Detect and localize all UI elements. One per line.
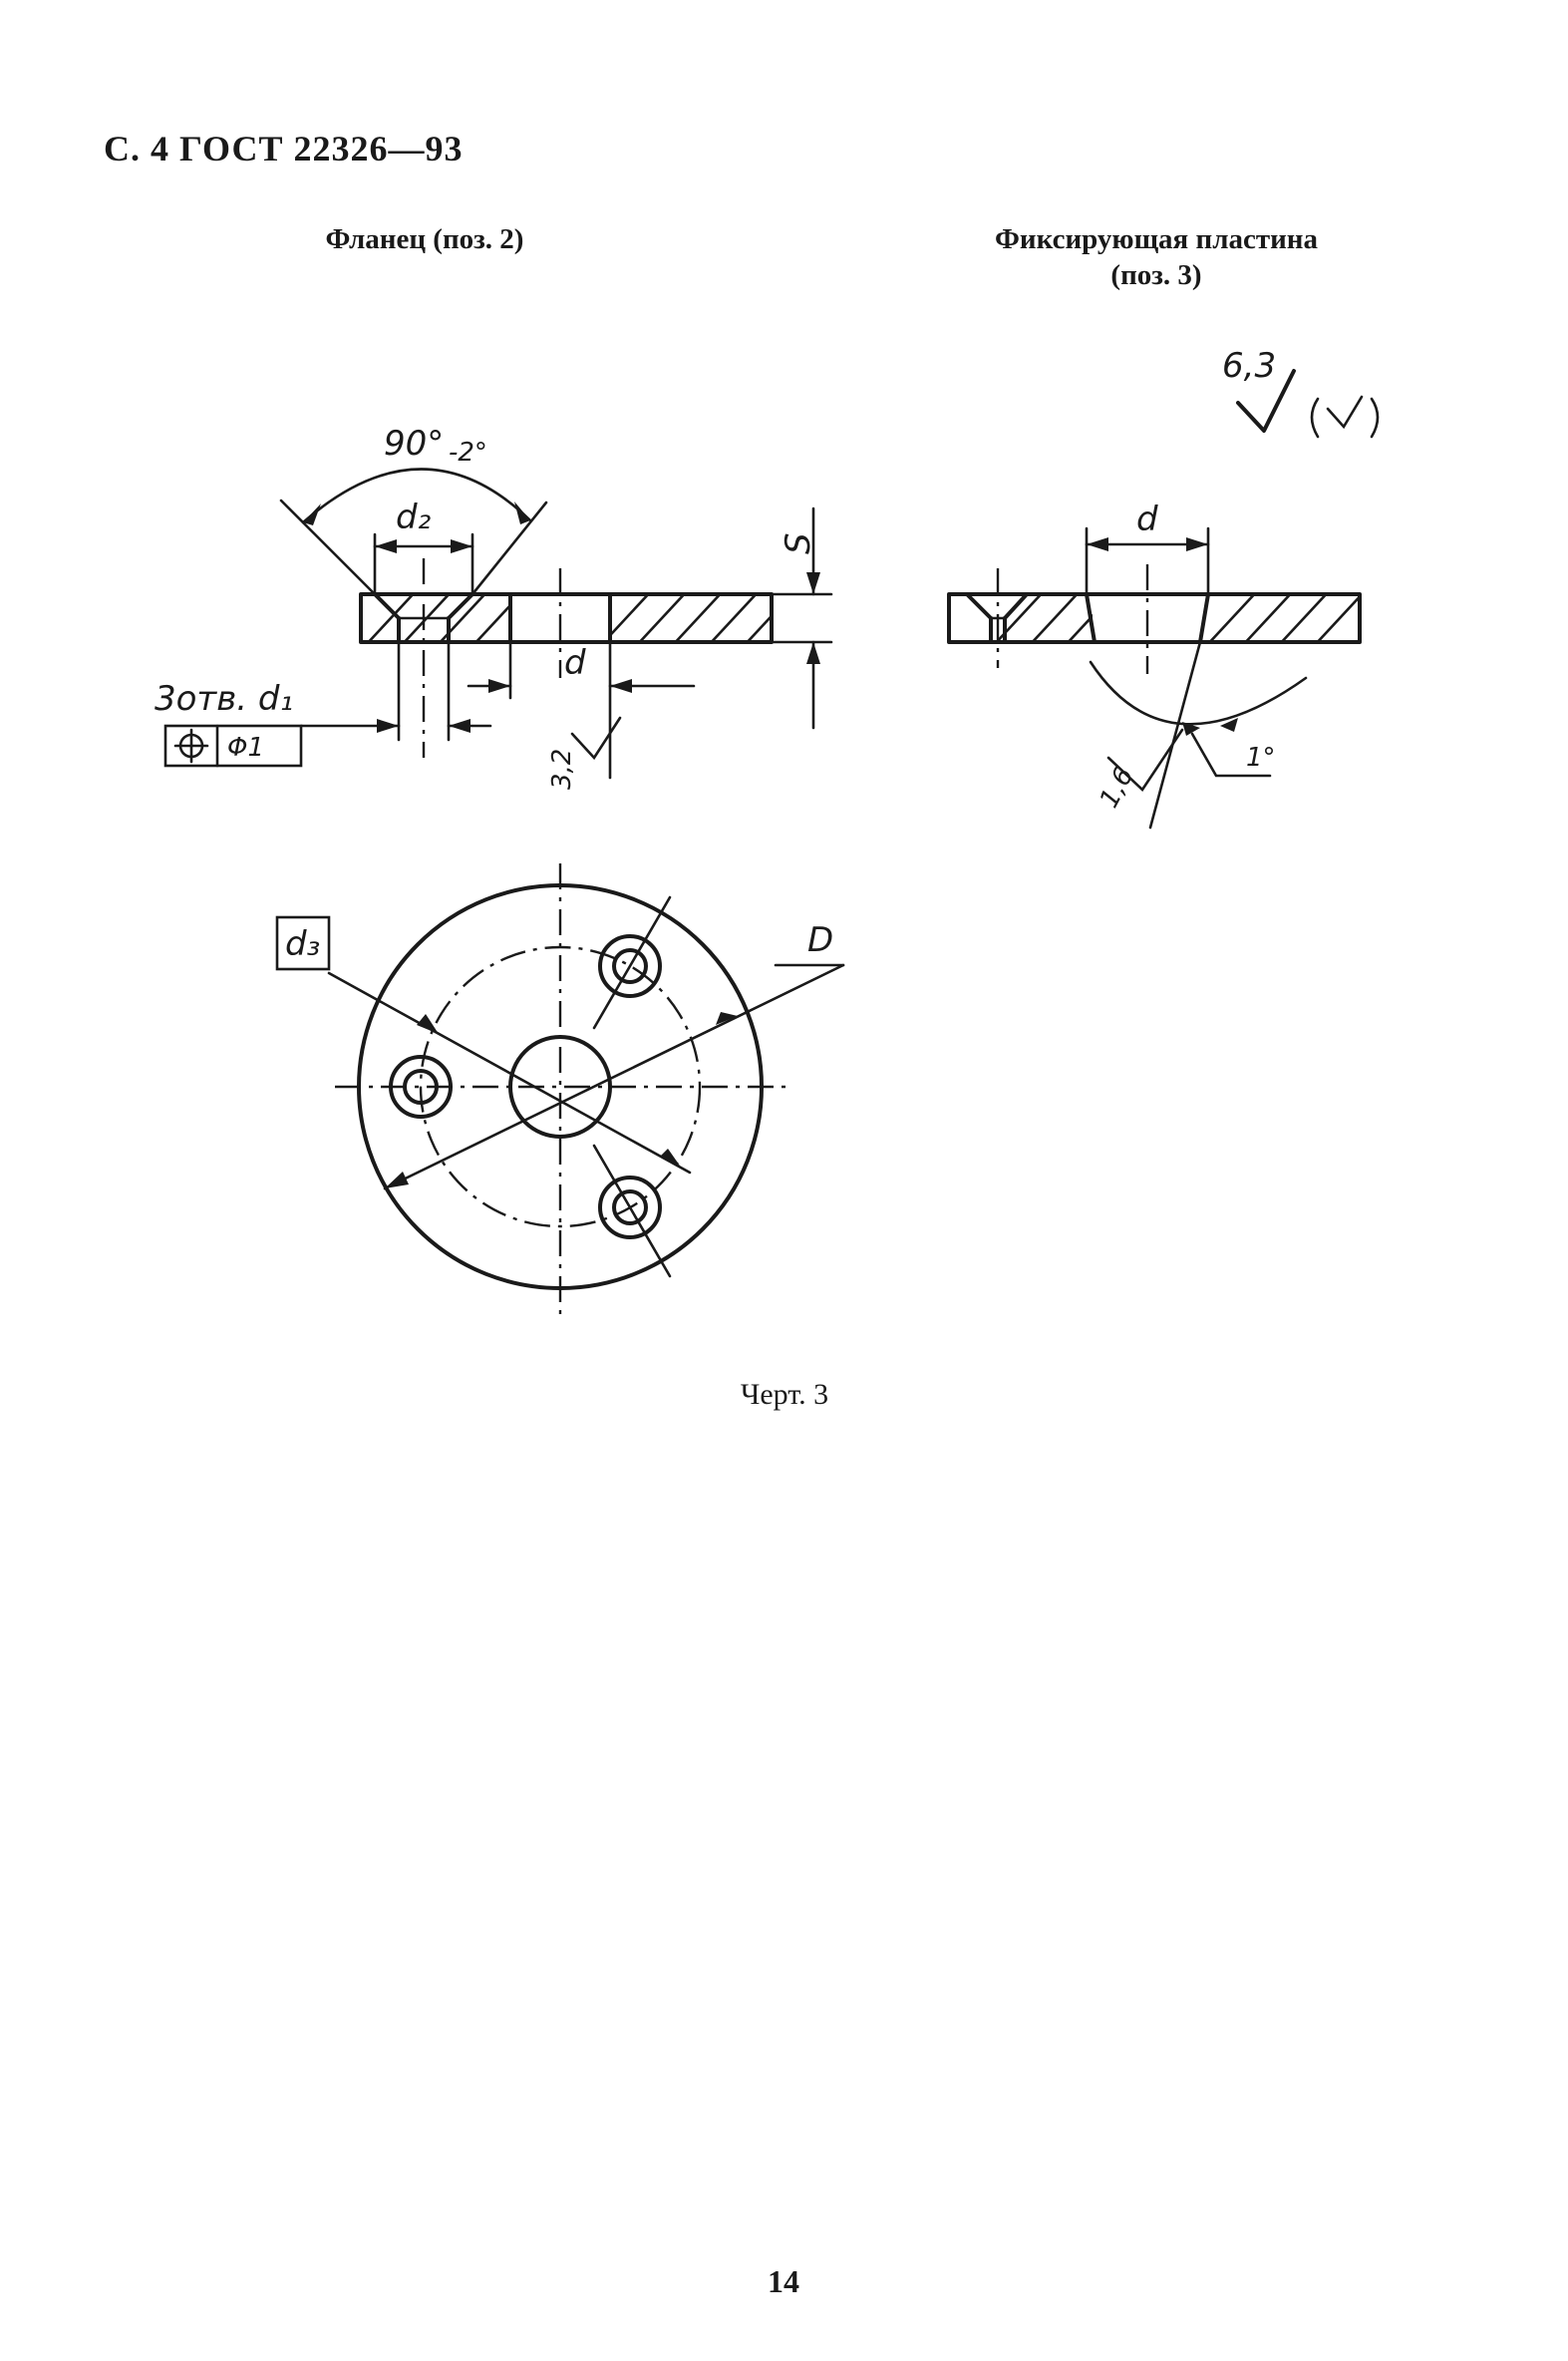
figure-label: Черт. 3: [740, 1378, 829, 1411]
flange-D-label: D: [807, 920, 833, 960]
plate-taper-roughness: 1,6: [1095, 763, 1140, 814]
flange-s-label: S: [779, 532, 818, 554]
flange-d3-label: d₃: [285, 924, 320, 964]
hole-left: [389, 1055, 453, 1119]
plate-caption-line1: Фиксирующая пластина: [994, 223, 1319, 255]
position-tolerance-value: Φ1: [227, 733, 264, 763]
flange-roughness-label: 3,2: [547, 749, 577, 790]
flange-hatch-right: [610, 594, 772, 642]
plate-section-outline: [947, 592, 1362, 644]
plate-d-label: d: [1136, 500, 1158, 539]
plate-hatch-left: [994, 594, 1093, 642]
plate-angle-label: 1°: [1246, 743, 1276, 773]
flange-section-outline: [359, 592, 774, 644]
flange-holes-note: 3отв. d₁: [155, 679, 293, 719]
plate-section: d 1° 1,6 6,3: [947, 346, 1380, 830]
plate-hatch-right: [1208, 594, 1360, 642]
flange-caption: Фланец (поз. 2): [325, 223, 524, 255]
flange-plan-view: d₃ D: [275, 863, 845, 1314]
hole-top-right: [592, 895, 672, 1030]
flange-d2-label: d₂: [396, 498, 432, 537]
d3-frame: [275, 915, 331, 971]
flange-angle-tolerance: -2°: [449, 438, 487, 468]
flange-angle-label: 90°: [384, 424, 444, 464]
page-number: 14: [768, 2263, 799, 2299]
position-tolerance-frame: [163, 724, 303, 768]
page-header: С. 4 ГОСТ 22326—93: [104, 129, 464, 169]
plate-roughness-main: 6,3: [1222, 346, 1276, 386]
roughness-symbol-bracket: [1326, 395, 1364, 430]
flange-section: 90° -2° d₂ S d 3отв. d₁: [155, 424, 833, 790]
hole-bottom-right: [592, 1144, 672, 1278]
flange-d-label: d: [564, 643, 586, 683]
plate-caption-line2: (поз. 3): [1110, 259, 1202, 292]
plate-caption: Фиксирующая пластина (поз. 3): [927, 221, 1386, 294]
roughness-symbol-main: [1236, 369, 1296, 433]
